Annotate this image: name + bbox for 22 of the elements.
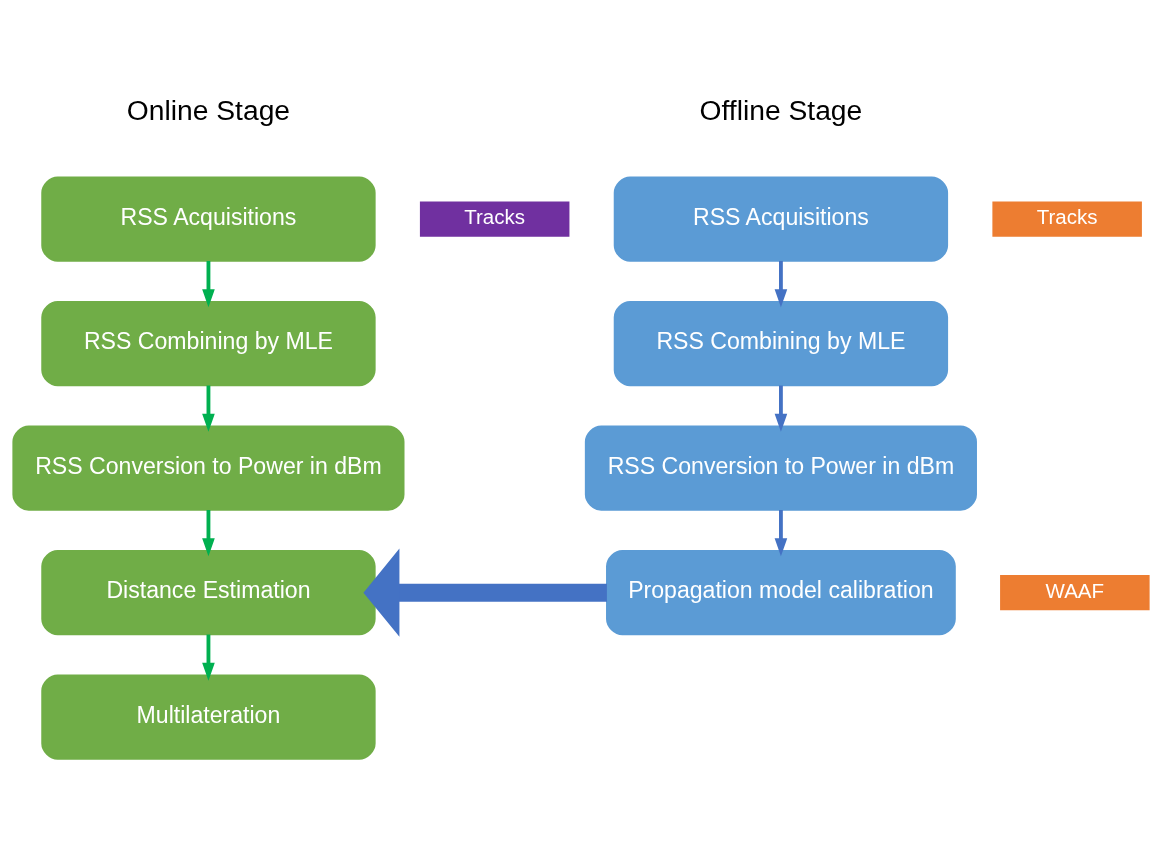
node-box: RSS Conversion to Power in dBm xyxy=(12,425,405,511)
node-box: RSS Combining by MLE xyxy=(613,300,949,387)
node-box: RSS Combining by MLE xyxy=(41,300,376,387)
node-box: Propagation model calibration xyxy=(606,549,956,636)
node-box: WAAF xyxy=(1000,575,1150,611)
arrow xyxy=(774,510,788,557)
arrow xyxy=(774,261,788,308)
arrow xyxy=(363,548,607,637)
node-box: RSS Acquisitions xyxy=(613,176,949,262)
arrow xyxy=(774,385,788,432)
node-box: Multilateration xyxy=(41,674,376,760)
arrow xyxy=(202,261,215,308)
label: Offline Stage xyxy=(699,94,863,127)
node-box: Tracks xyxy=(992,201,1142,237)
arrow xyxy=(202,634,215,681)
arrow xyxy=(202,385,215,432)
node-box: Distance Estimation xyxy=(41,549,376,636)
node-box: Tracks xyxy=(419,201,570,237)
arrow xyxy=(202,510,215,557)
node-box: RSS Acquisitions xyxy=(41,176,376,262)
node-box: RSS Conversion to Power in dBm xyxy=(584,425,977,511)
label: Online Stage xyxy=(126,94,291,127)
